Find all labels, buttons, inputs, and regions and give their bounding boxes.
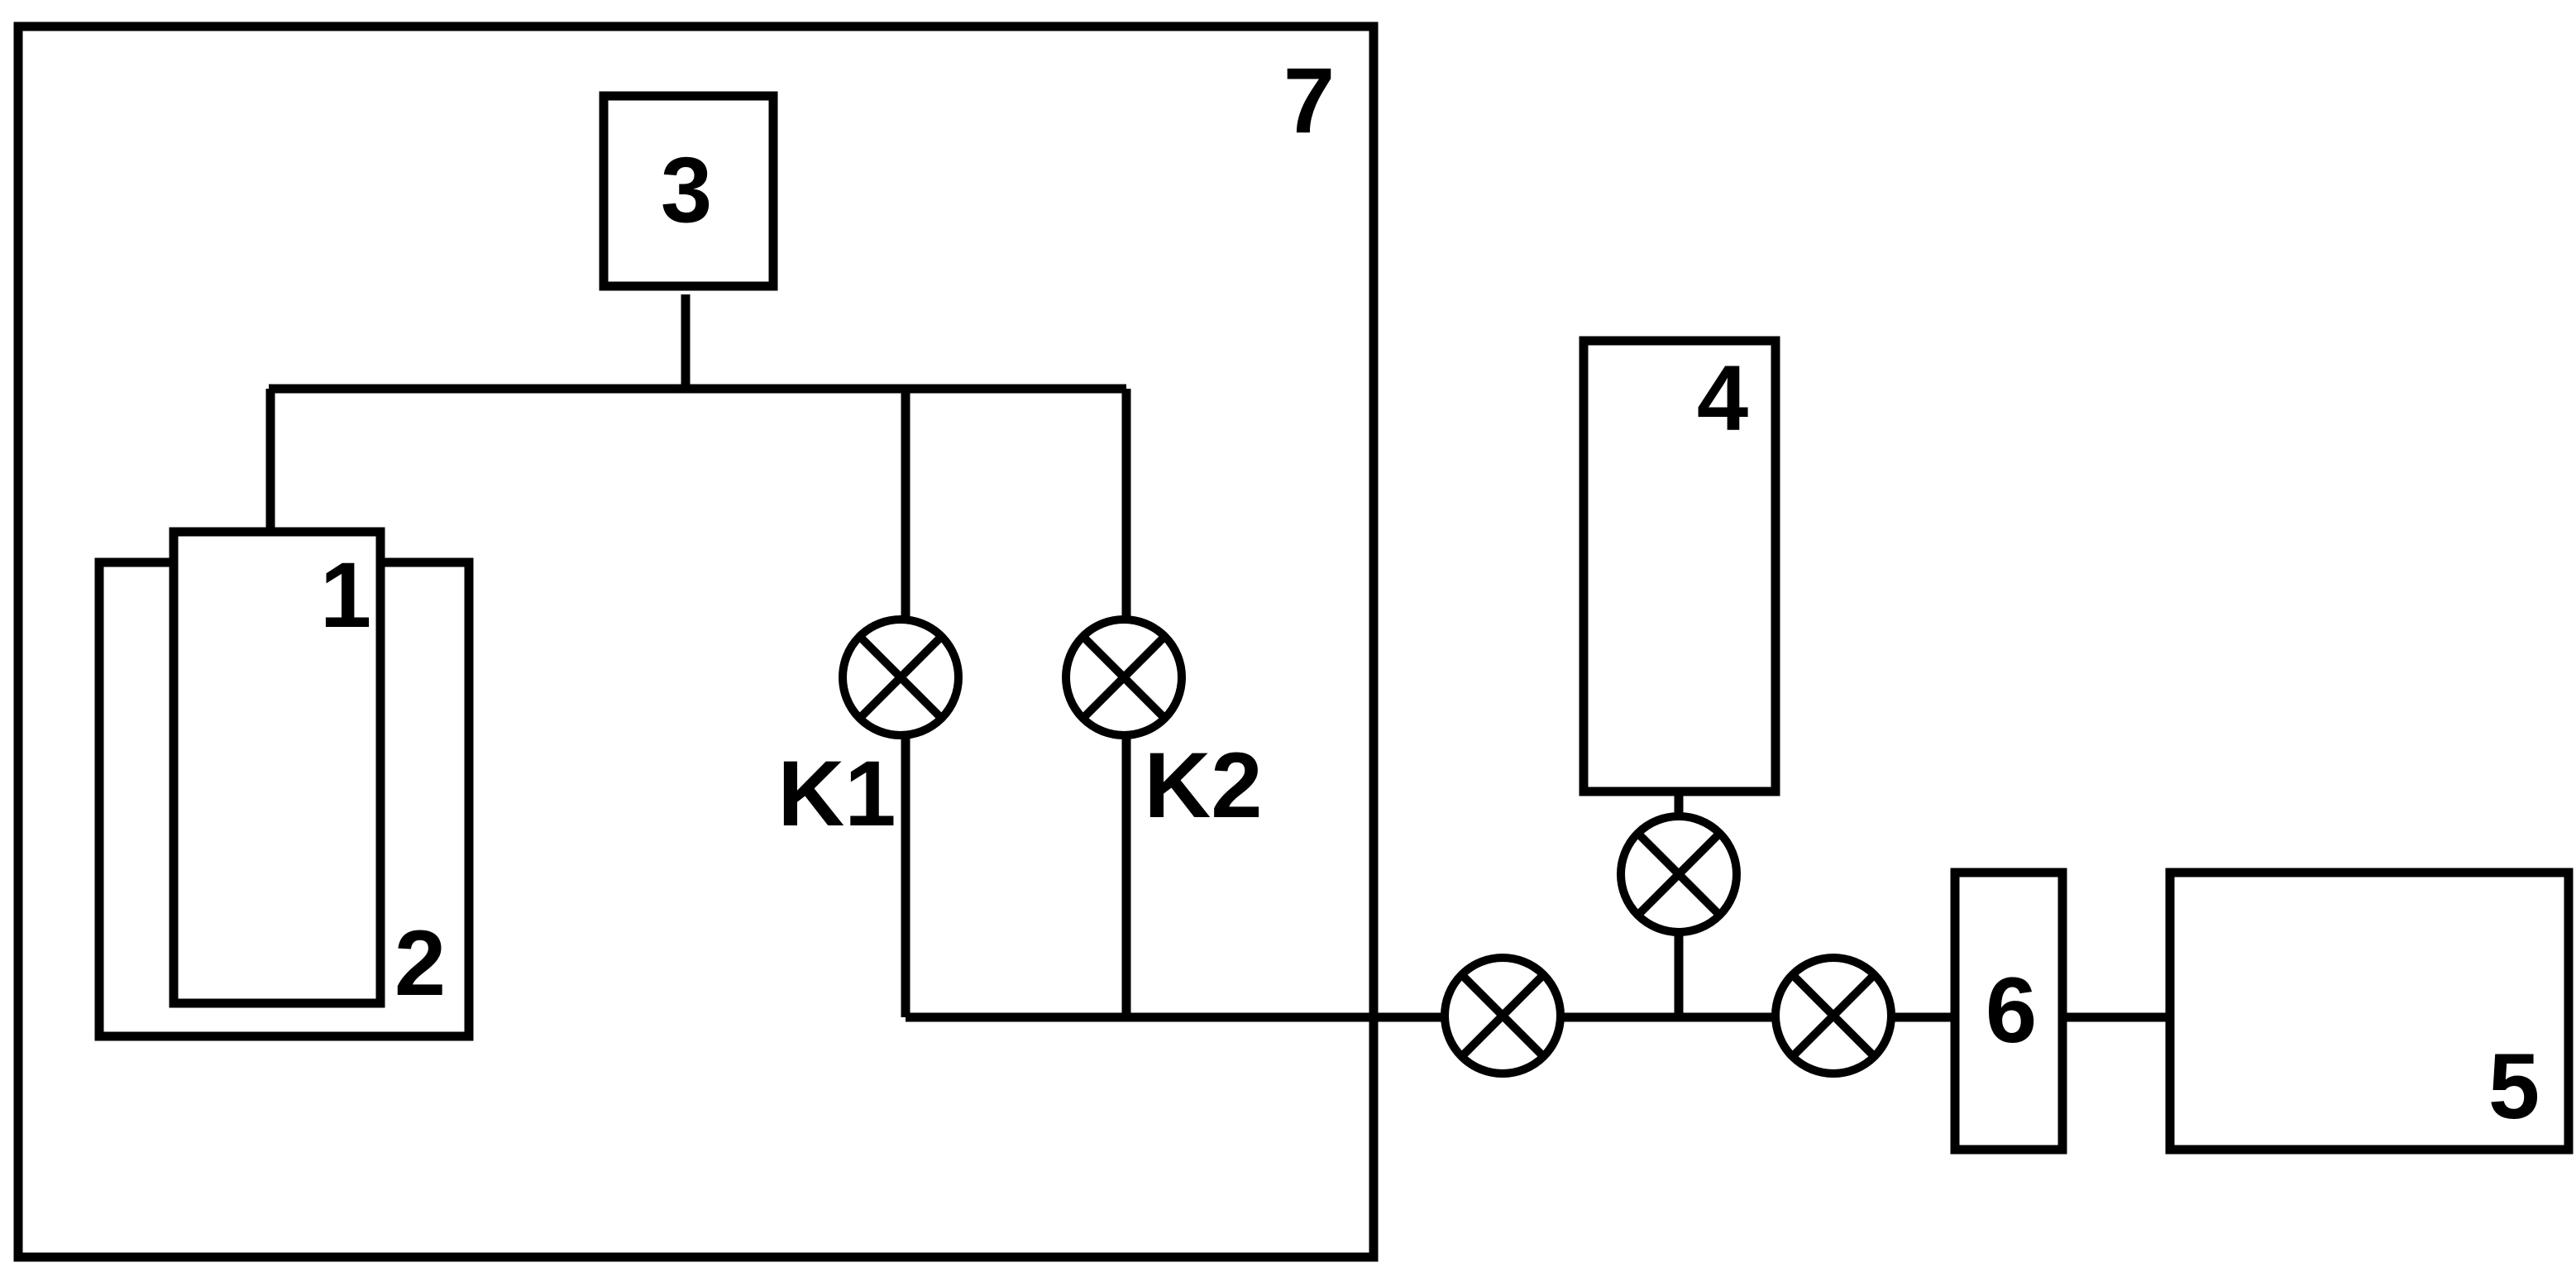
label-k2: K2 [1144,734,1262,837]
label-7: 7 [1283,49,1335,152]
label-k1: K1 [777,742,896,845]
block-6 [1950,868,2067,1155]
valve-tank-icon[interactable] [1617,812,1741,936]
enclosure-7 [13,22,1379,1262]
label-5: 5 [2488,1035,2540,1138]
valve-right-icon[interactable] [1771,954,1895,1078]
label-6: 6 [1986,959,2037,1062]
label-2: 2 [394,911,446,1015]
label-3: 3 [661,138,712,241]
block-5 [2165,868,2574,1155]
valve-main-icon[interactable] [1441,954,1565,1078]
valve-k2-icon[interactable] [1062,615,1186,739]
label-4: 4 [1697,347,1748,450]
valve-k1-icon[interactable] [839,615,963,739]
sample-vessel-1 [169,527,385,1008]
label-1: 1 [320,543,371,647]
block-3 [599,91,778,291]
